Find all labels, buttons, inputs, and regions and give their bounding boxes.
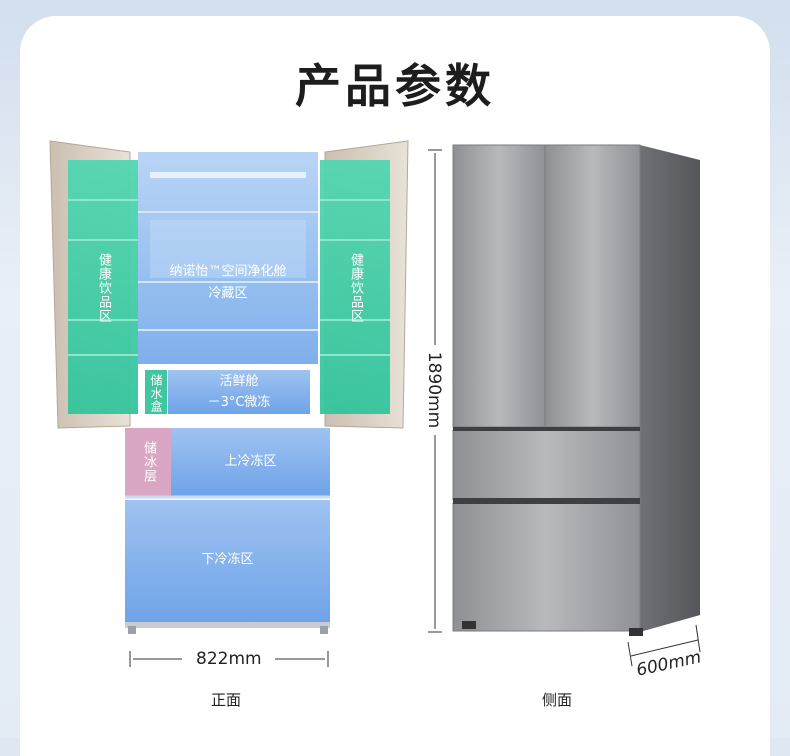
side-fridge-illustration	[452, 144, 700, 636]
depth-dimension	[627, 624, 701, 667]
fridge-label: 冷藏区	[208, 286, 248, 301]
left-door	[49, 140, 138, 429]
front-caption: 正面	[211, 691, 242, 709]
width-label: 822mm	[196, 649, 262, 669]
fresh-zone	[168, 370, 310, 414]
right-door-label: 健康饮品区	[348, 253, 363, 323]
water-box-zone	[145, 370, 167, 414]
front-fridge-illustration	[49, 140, 701, 667]
ice-layer-zone	[125, 428, 171, 496]
fridge-compartment	[138, 152, 318, 364]
water-box-label: 储水盒	[149, 373, 163, 413]
fresh-label: 活鲜舱	[219, 374, 259, 389]
ice-layer-label: 储冰层	[141, 441, 156, 483]
height-label: 1890mm	[424, 351, 444, 429]
width-dimension	[129, 651, 329, 667]
left-door-label: 健康饮品区	[96, 253, 111, 323]
right-door	[320, 140, 409, 429]
upper-freezer-label: 上冷冻区	[224, 454, 277, 469]
height-dimension	[428, 149, 442, 633]
lower-freezer-drawer	[125, 500, 330, 622]
lower-freezer-label: 下冷冻区	[201, 552, 254, 567]
side-caption: 侧面	[542, 691, 573, 709]
purifier-label: 纳诺怡™空间净化舱	[169, 264, 287, 279]
fresh-temp-label: －3°C微冻	[207, 395, 271, 410]
page-title: 产品参数	[295, 59, 495, 113]
